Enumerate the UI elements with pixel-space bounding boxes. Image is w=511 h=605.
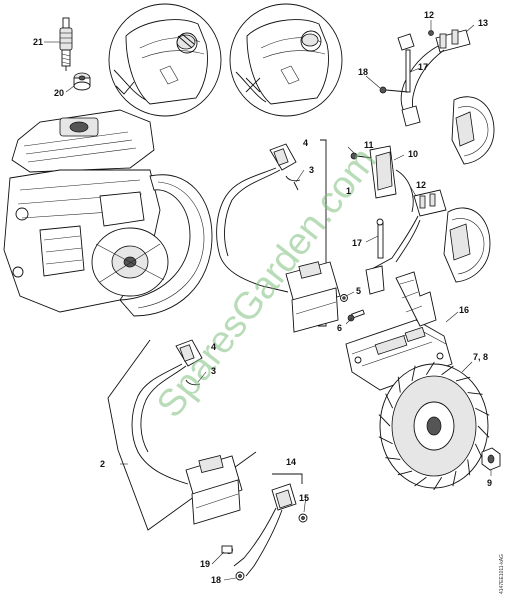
callout-3-lower: 3: [211, 366, 216, 376]
leader-lines: [44, 20, 492, 581]
terminal-nut: [73, 72, 91, 91]
callout-13: 13: [478, 18, 488, 28]
flywheel-fin: [385, 457, 401, 460]
short-circuit-assembly: [340, 145, 447, 322]
callout-17-top: 17: [418, 62, 428, 72]
flywheel-fin: [397, 470, 413, 476]
lower-ignition-module: [131, 339, 243, 525]
callout-18-bottom: 18: [211, 575, 221, 585]
flywheel-fin: [467, 392, 483, 395]
callout-17-mid: 17: [352, 238, 362, 248]
callout-12-mid: 12: [416, 180, 426, 190]
callout-11: 11: [364, 140, 374, 150]
spark-plug: [59, 17, 73, 71]
flywheel: [378, 361, 490, 491]
flywheel-fin: [474, 443, 483, 459]
flywheel-fin: [477, 425, 490, 438]
callout-21: 21: [33, 37, 43, 47]
flywheel-fin: [411, 365, 416, 382]
flywheel-fin: [467, 459, 471, 476]
short-circuit-wire-kit: [221, 473, 308, 581]
callout-18-top: 18: [358, 67, 368, 77]
callout-12-top: 12: [424, 10, 434, 20]
flywheel-fin: [441, 365, 454, 376]
inset-incorrect: [229, 3, 343, 117]
engine-crankcase: [3, 109, 213, 317]
callout-6: 6: [337, 323, 342, 333]
flywheel-fin: [378, 436, 393, 445]
flywheel-fin: [425, 361, 435, 376]
kit-bracket-2: [107, 339, 257, 531]
callout-1: 1: [346, 186, 351, 196]
callout-20: 20: [54, 88, 64, 98]
flywheel-nut: [481, 447, 501, 471]
callout-16: 16: [459, 305, 469, 315]
callout-5: 5: [356, 286, 361, 296]
flywheel-fin: [378, 414, 391, 427]
top-right-assembly: [379, 29, 471, 127]
inset-correct: [108, 3, 222, 117]
callout-2: 2: [100, 459, 105, 469]
upper-ignition-module: [216, 139, 341, 333]
callout-7-8: 7, 8: [473, 352, 488, 362]
callout-3-upper: 3: [309, 165, 314, 175]
figure-code: 4147EE1011-kAG: [499, 554, 505, 594]
flywheel-fin: [475, 407, 490, 416]
callout-4-lower: 4: [211, 342, 216, 352]
callout-14: 14: [286, 457, 296, 467]
callout-19: 19: [200, 559, 210, 569]
flywheel-fin: [397, 376, 401, 393]
callout-10: 10: [408, 149, 418, 159]
flywheel-fin: [433, 476, 443, 491]
callout-4-upper: 4: [303, 138, 308, 148]
callout-9: 9: [487, 478, 492, 488]
flywheel-fin: [385, 393, 394, 409]
flywheel-fin: [452, 470, 457, 487]
flywheel-fin: [414, 476, 427, 487]
housing-cover-lower: [443, 207, 491, 283]
flywheel-fin: [455, 376, 471, 382]
housing-cover-upper: [451, 96, 495, 165]
callout-15: 15: [299, 493, 309, 503]
callouts: 21 20 12 13 18 17 11 10 4 3 1 12 17 5 6 …: [33, 10, 492, 585]
